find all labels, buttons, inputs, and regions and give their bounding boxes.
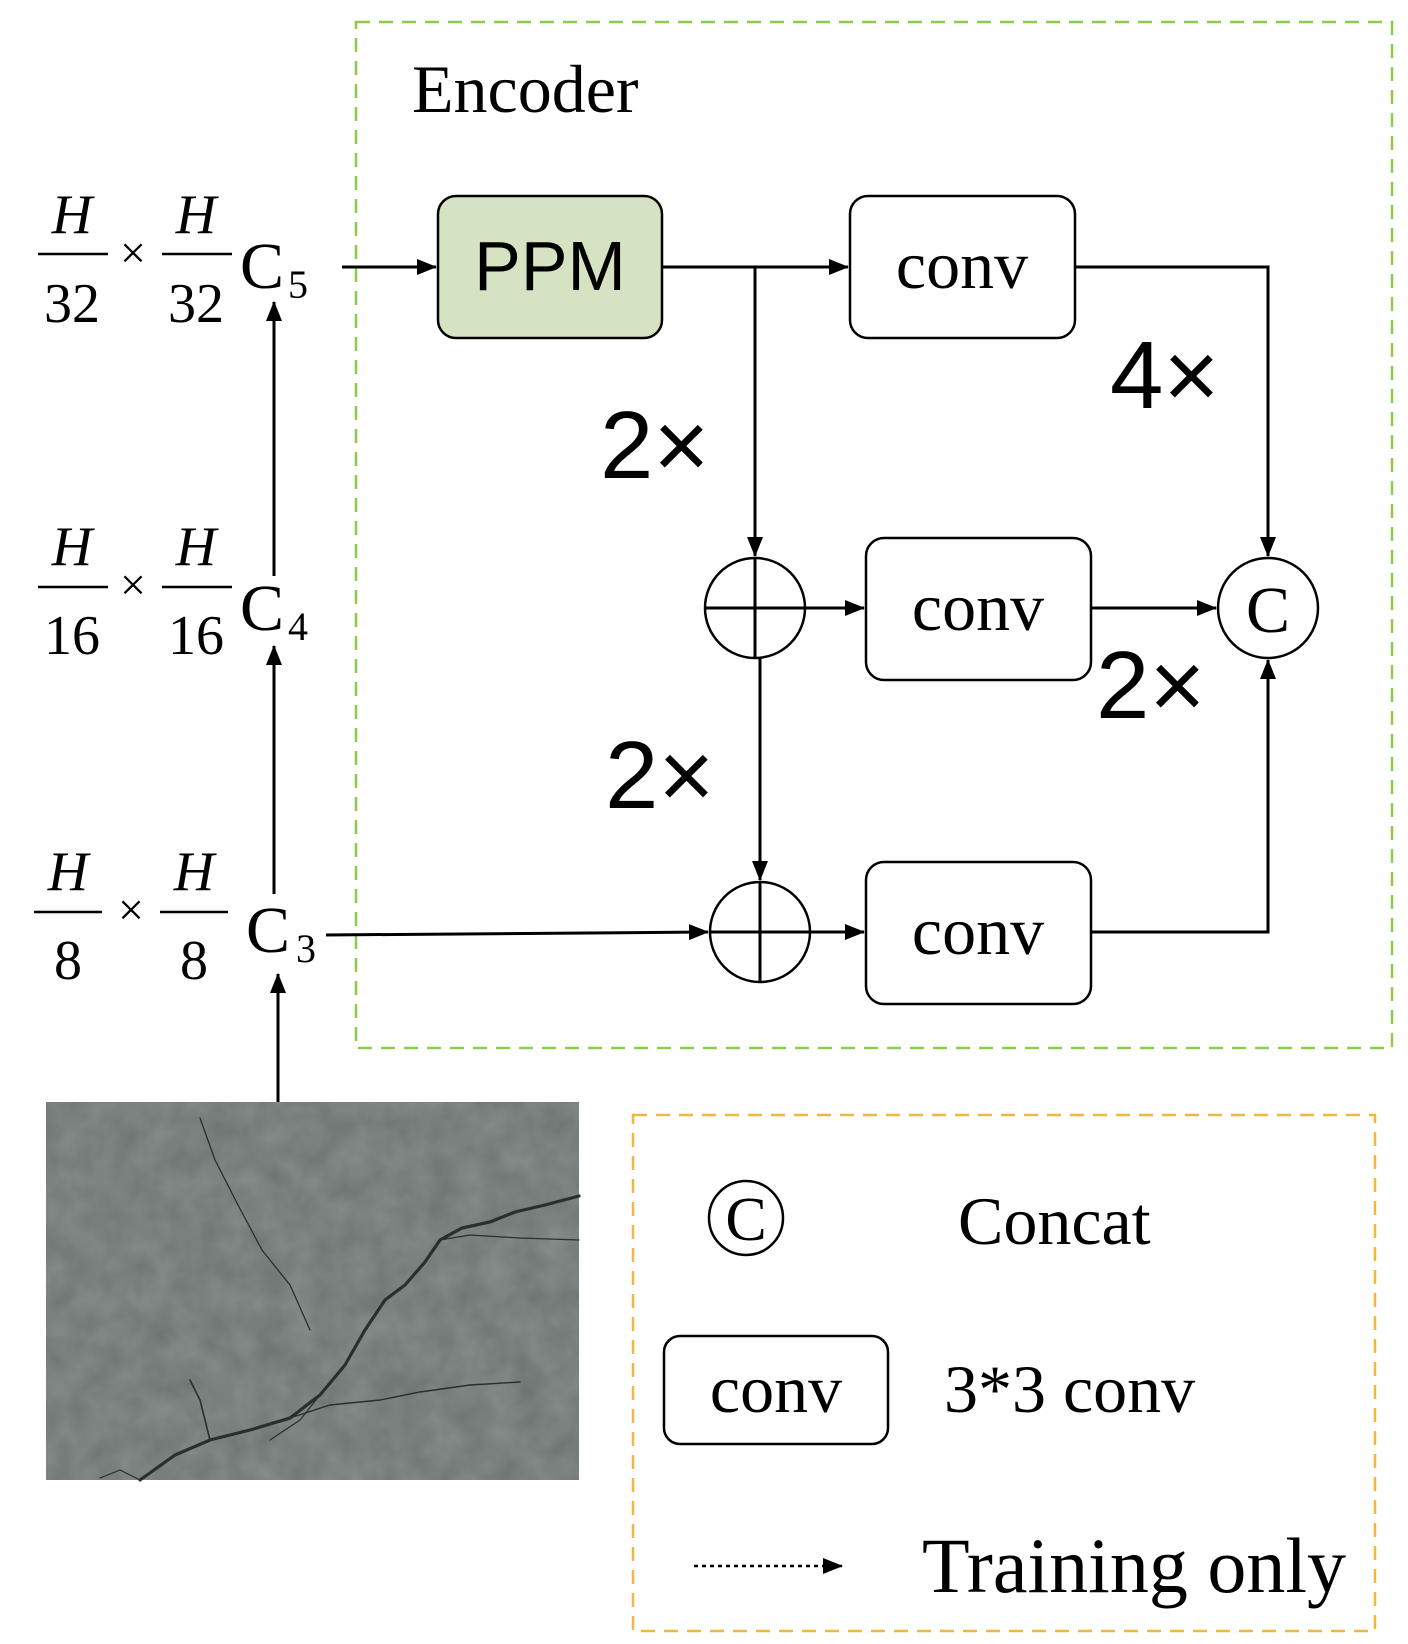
encoder-title: Encoder [412,51,639,127]
conv-top-label: conv [896,227,1028,303]
scale-label-bottom-left: 2× [605,722,714,829]
c3-denominator-1: 8 [54,930,82,992]
conv-mid-label: conv [912,569,1044,645]
c4-name: C [240,572,284,645]
c3-name: C [246,894,290,967]
c3-numerator-2: H [173,841,217,903]
c4-denominator-2: 16 [168,605,224,667]
c3-numerator-1: H [47,841,91,903]
ppm-label: PPM [474,227,626,305]
arrow-conv-bottom-to-concat [1091,659,1276,934]
c3-times: × [118,884,144,935]
c5-subscript: 5 [288,262,308,307]
arrow-c3-to-add-bottom [325,924,709,941]
conv-bottom-label: conv [912,893,1044,969]
legend-concat-symbol: C [725,1186,766,1254]
c5-denominator-1: 32 [44,273,100,335]
scale-label-mid-right: 2× [1096,632,1205,739]
c5-numerator-1: H [51,184,95,246]
legend-region [631,1113,1377,1633]
arrow-conv-top-to-concat [1075,265,1276,557]
encoder-region [354,20,1394,1050]
add-node-mid [703,556,807,660]
legend-conv-label: 3*3 conv [944,1351,1195,1427]
legend-concat-label: Concat [958,1183,1151,1259]
c5-times: × [120,227,146,278]
crack-lines [99,1117,581,1482]
legend-training-label: Training only [922,1522,1346,1609]
input-image [46,1102,581,1482]
c3-denominator-2: 8 [180,930,208,992]
feature-label-c4: H 16 × H 16 C 4 [38,516,308,667]
c4-times: × [120,559,146,610]
c4-denominator-1: 16 [44,605,100,667]
feature-label-c5: H 32 × H 32 C 5 [38,184,308,335]
concat-node [1216,556,1320,660]
add-node-bottom [708,880,812,984]
c3-subscript: 3 [296,926,316,971]
scale-label-top-right: 4× [1110,322,1219,429]
c5-numerator-2: H [175,184,219,246]
legend-concat-icon [707,1179,785,1257]
c4-numerator-2: H [175,516,219,578]
scale-label-top-left: 2× [600,392,709,499]
legend-conv-box-label: conv [710,1351,842,1427]
concat-node-symbol: C [1246,574,1290,647]
c5-denominator-2: 32 [168,273,224,335]
c4-numerator-1: H [51,516,95,578]
c5-name: C [240,230,284,303]
legend-conv-box [662,1334,890,1446]
feature-label-c3: H 8 × H 8 C 3 [34,841,316,992]
c4-subscript: 4 [288,604,308,649]
